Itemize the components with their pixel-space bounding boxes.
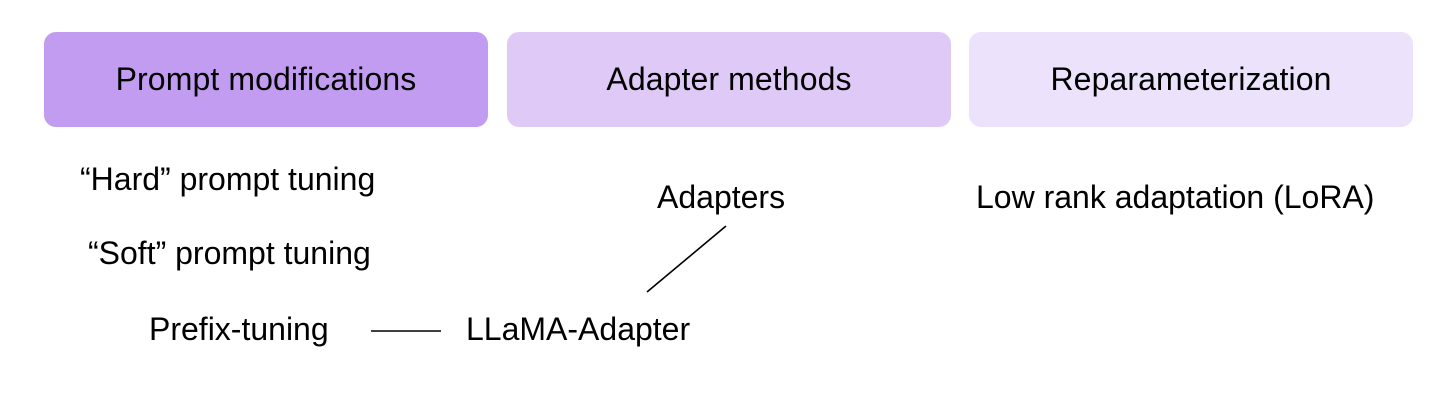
category-box-prompt-modifications: Prompt modifications [44, 32, 488, 127]
category-label-adapter-methods: Adapter methods [606, 61, 852, 97]
method-prefix-tuning: Prefix-tuning [149, 311, 329, 347]
method-adapters: Adapters [657, 179, 786, 215]
connector-llama-to-adapters [646, 225, 727, 293]
method-lora: Low rank adaptation (LoRA) [976, 179, 1375, 215]
category-label-prompt-modifications: Prompt modifications [115, 61, 417, 97]
category-label-reparameterization: Reparameterization [1050, 61, 1332, 97]
category-box-adapter-methods: Adapter methods [507, 32, 951, 127]
category-box-reparameterization: Reparameterization [969, 32, 1413, 127]
method-llama-adapter: LLaMA-Adapter [466, 311, 691, 347]
method-hard-prompt-tuning: “Hard” prompt tuning [80, 161, 376, 197]
method-soft-prompt-tuning: “Soft” prompt tuning [88, 235, 371, 271]
